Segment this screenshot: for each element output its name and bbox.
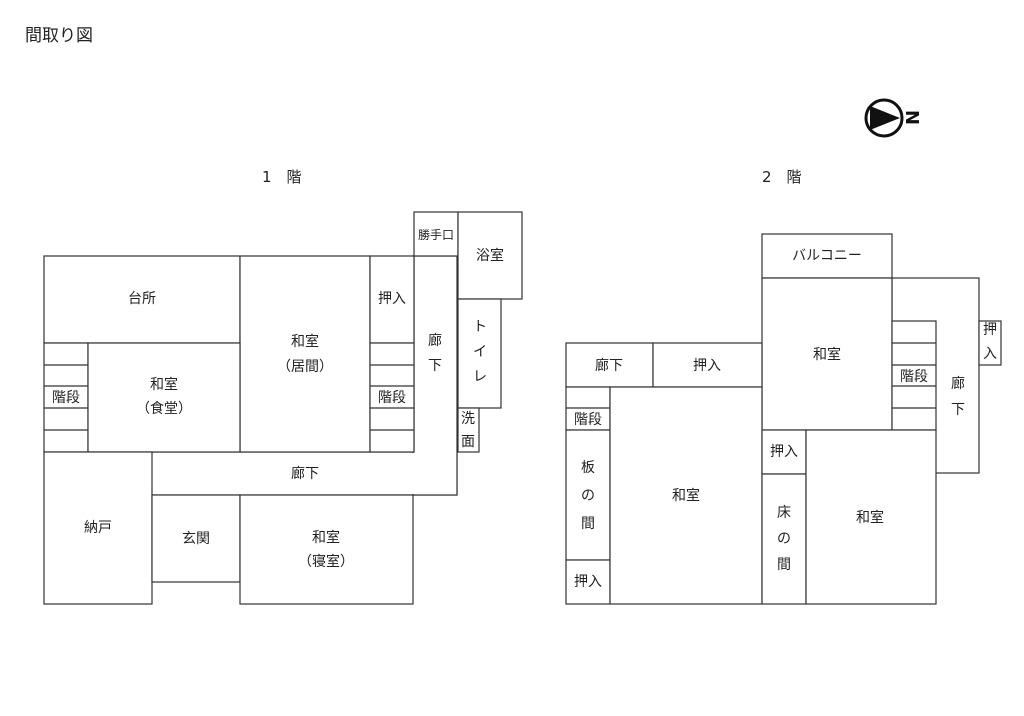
f1-hall-h-label: 廊下 xyxy=(291,465,319,482)
f1-backdoor-label: 勝手口 xyxy=(418,227,454,242)
f2-alcove-label-3: 間 xyxy=(777,557,791,573)
f2-washitsu-center-label: 和室 xyxy=(672,487,700,504)
f1-toilet-label-1: ト xyxy=(473,319,487,335)
f1-washitsu-bedroom xyxy=(239,494,414,605)
floor-2-label: 2 階 xyxy=(762,168,802,186)
compass-north-icon: N xyxy=(864,98,924,138)
f2-closet-small xyxy=(761,429,807,475)
f1-hall-v-label-1: 廊 xyxy=(428,332,442,349)
f1-washitsu-bed-label: 和室 xyxy=(312,529,340,546)
f1-stairs-mid-label: 階段 xyxy=(378,390,406,406)
f2-closet-right-label-1: 押 xyxy=(983,322,997,338)
f2-balcony-label: バルコニー xyxy=(792,248,862,264)
f2-hall-right-label-1: 廊 xyxy=(951,375,965,392)
f2-washitsu-top xyxy=(761,277,893,431)
floor-1-label: 1 階 xyxy=(262,168,302,186)
f2-stairs-right-label: 階段 xyxy=(900,369,928,385)
f2-stairs-right xyxy=(891,320,937,431)
f1-washroom xyxy=(457,407,480,453)
f1-wash-label-2: 面 xyxy=(461,434,475,450)
f1-stairs-mid xyxy=(369,342,415,453)
f2-board-label-3: 間 xyxy=(581,516,595,532)
floor-2: 2 階 バルコニー 和室 押 入 廊 下 階段 廊下 押入 階段 板 の 間 xyxy=(565,168,1002,605)
f2-hall-right-label-2: 下 xyxy=(951,402,965,418)
f2-closet-top-label: 押入 xyxy=(693,358,721,374)
f2-closet-small-label: 押入 xyxy=(770,444,798,460)
f2-alcove xyxy=(761,473,807,605)
f2-stairs-left-label: 階段 xyxy=(574,412,602,428)
f2-closet-top xyxy=(652,342,763,388)
f2-closet-bottom xyxy=(565,559,611,605)
f2-board-label-2: の xyxy=(581,488,595,504)
f1-toilet-label-2: イ xyxy=(473,344,487,360)
f1-bath-label: 浴室 xyxy=(476,247,504,264)
f1-living-paren-label: （居間） xyxy=(277,359,333,375)
f2-alcove-label-1: 床 xyxy=(777,505,791,521)
f2-board-label-1: 板 xyxy=(581,460,595,476)
f1-bed-paren-label: （寝室） xyxy=(298,553,354,570)
f1-entrance xyxy=(151,494,241,583)
page-title: 間取り図 xyxy=(25,26,93,46)
f2-balcony xyxy=(761,233,893,279)
f2-hallway-left xyxy=(565,342,654,388)
f1-entrance-label: 玄関 xyxy=(182,530,210,547)
f2-closet-bottom-label: 押入 xyxy=(574,574,602,590)
f1-hall-v-label-2: 下 xyxy=(428,358,442,374)
f1-closet xyxy=(369,255,415,344)
f1-storage xyxy=(43,451,153,605)
f1-wash-label-1: 洗 xyxy=(461,411,475,427)
f1-stairs-left-label: 階段 xyxy=(52,390,80,406)
f1-washitsu-living-label: 和室 xyxy=(291,333,319,350)
f2-closet-right xyxy=(978,320,1002,366)
f2-closet-right-label-2: 入 xyxy=(983,346,997,362)
compass-letter: N xyxy=(903,110,924,125)
f1-storage-label: 納戸 xyxy=(84,520,112,536)
f1-dining-paren-label: （食堂） xyxy=(136,400,192,417)
f2-washitsu-top-label: 和室 xyxy=(813,346,841,363)
f2-washitsu-right xyxy=(805,429,937,605)
f1-closet-label: 押入 xyxy=(378,291,406,307)
f1-toilet xyxy=(457,298,502,409)
f1-kitchen-label: 台所 xyxy=(128,291,156,307)
f1-toilet-label-3: レ xyxy=(473,369,487,385)
f1-backdoor xyxy=(413,211,459,257)
f1-washitsu-living xyxy=(239,255,371,453)
f2-hall-left-label: 廊下 xyxy=(595,357,623,374)
f1-kitchen xyxy=(43,255,241,344)
f2-washitsu-center xyxy=(609,386,763,605)
f2-alcove-label-2: の xyxy=(777,531,791,547)
f2-washitsu-right-label: 和室 xyxy=(856,509,884,526)
floor-1: 1 階 台所 和室 （居間） 押入 廊 下 xyxy=(43,168,523,605)
f1-washitsu-dining xyxy=(87,342,241,453)
f1-washitsu-dining-label: 和室 xyxy=(150,376,178,393)
